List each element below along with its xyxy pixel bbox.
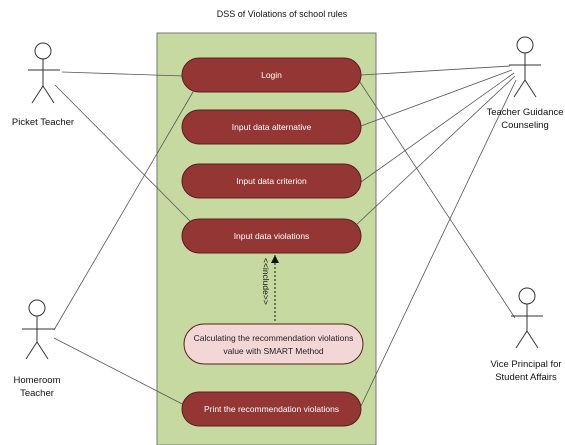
use-case-calculating-label-line2: value with SMART Method [223,346,324,356]
use-case-input-criterion[interactable]: Input data criterion [181,163,362,199]
assoc-guidance-viol [354,75,516,227]
assoc-guidance-login [360,65,511,76]
association-lines [53,65,517,409]
actor-picket-teacher-label: Picket Teacher [12,117,74,128]
actor-head-icon [518,287,536,305]
use-case-input-criterion-label: Input data criterion [236,176,307,186]
assoc-picket-violations [54,84,196,227]
assoc-picket-login [61,71,184,77]
assoc-guidance-crit [360,72,515,183]
actor-picket-teacher [28,42,60,104]
include-arrowhead-icon [271,255,279,263]
use-case-print-label: Print the recommendation violations [204,404,339,414]
assoc-guidance-alt [360,69,513,127]
assoc-homeroom-print [53,337,191,409]
actor-vice-principal-label-line2: Student Affairs [495,372,557,383]
actor-head-icon [34,42,52,60]
assoc-vice-login [355,75,516,319]
include-label: <<include>> [261,258,271,305]
actor-teacher-guidance-counseling [509,36,541,98]
actor-teacher-guidance-label-line2: Counseling [501,120,549,131]
use-case-input-alternative[interactable]: Input data alternative [181,109,362,145]
actor-homeroom-teacher [22,299,55,360]
actor-head-icon [28,299,46,317]
use-case-input-alternative-label: Input data alternative [232,122,312,132]
assoc-homeroom-login [53,79,201,331]
use-case-calculating-smart[interactable]: Calculating the recommendation violation… [183,323,364,365]
actor-vice-principal [511,287,543,349]
assoc-guidance-print [360,79,517,407]
actor-head-icon [516,36,534,54]
use-case-login-label: Login [261,70,282,80]
use-case-input-violations-label: Input data violations [234,231,310,241]
diagram-title: DSS of Violations of school rules [217,9,348,19]
actor-homeroom-teacher-label-line1: Homeroom [14,375,61,386]
use-case-calculating-label-line1: Calculating the recommendation violation… [194,333,354,343]
use-case-input-violations[interactable]: Input data violations [181,218,362,254]
include-relationship: <<include>> [261,255,279,322]
use-case-login[interactable]: Login [181,57,362,93]
use-case-print-recommendation[interactable]: Print the recommendation violations [181,391,362,427]
actor-homeroom-teacher-label-line2: Teacher [20,388,54,399]
actor-vice-principal-label-line1: Vice Principal for [490,359,561,370]
actor-teacher-guidance-label-line1: Teacher Guidance [486,107,563,118]
